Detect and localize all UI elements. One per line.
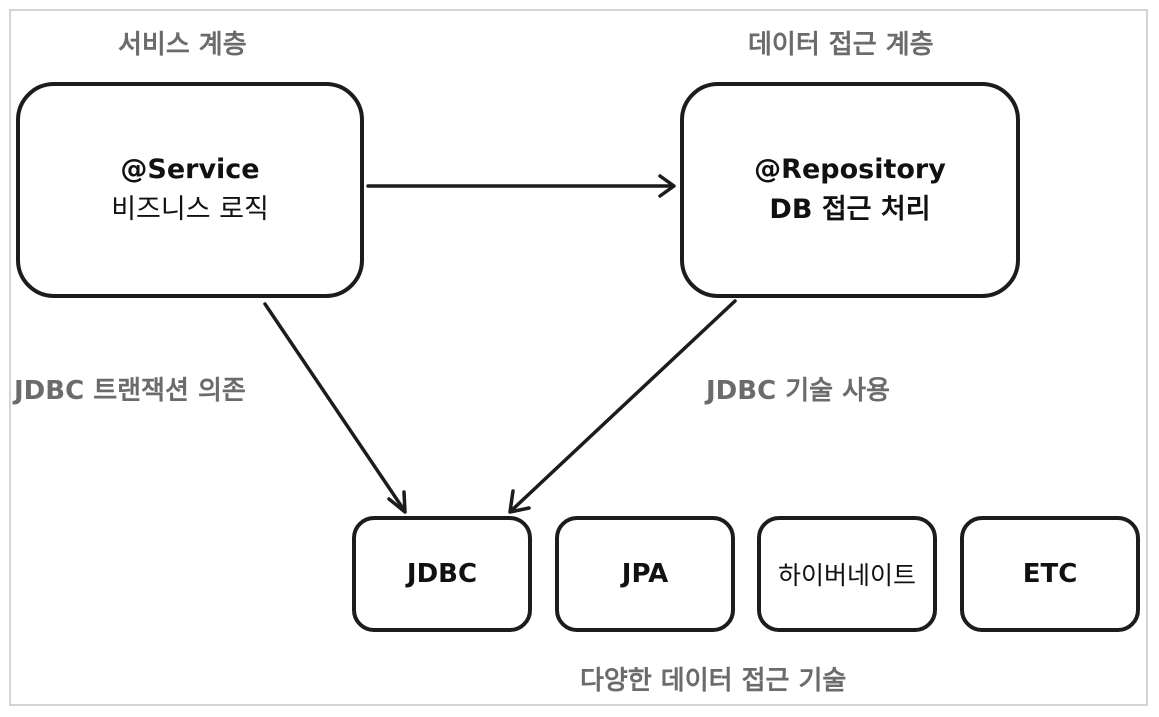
data-access-layer-title: 데이터 접근 계층 — [748, 30, 934, 60]
tech-label-jpa: JPA — [621, 559, 669, 589]
tech-box-jdbc: JDBC — [352, 516, 532, 632]
service-box: @Service 비즈니스 로직 — [16, 82, 364, 298]
tech-label-jdbc: JDBC — [406, 559, 478, 589]
tech-box-etc: ETC — [960, 516, 1140, 632]
repository-annotation: @Repository — [754, 154, 946, 185]
tech-label-etc: ETC — [1022, 559, 1078, 589]
repository-description: DB 접근 처리 — [769, 194, 931, 225]
edge-label-right: JDBC 기술 사용 — [706, 376, 890, 406]
footer-label: 다양한 데이터 접근 기술 — [580, 666, 847, 696]
repository-box: @Repository DB 접근 처리 — [680, 82, 1020, 298]
diagram-frame — [9, 9, 1148, 706]
service-annotation: @Service — [120, 154, 260, 185]
tech-box-jpa: JPA — [555, 516, 735, 632]
tech-box-hibernate: 하이버네이트 — [757, 516, 937, 632]
service-description: 비즈니스 로직 — [111, 194, 269, 225]
arrowhead-service-to-repository — [658, 174, 676, 198]
arrow-repository-to-jdbc — [510, 299, 737, 512]
service-layer-title: 서비스 계층 — [118, 30, 247, 60]
arrowhead-service-to-jdbc — [387, 490, 407, 514]
arrow-service-to-jdbc — [263, 302, 406, 512]
tech-label-hibernate: 하이버네이트 — [777, 561, 916, 590]
arrowhead-repository-to-jdbc — [508, 489, 531, 514]
edge-label-left: JDBC 트랜잭션 의존 — [14, 376, 246, 406]
